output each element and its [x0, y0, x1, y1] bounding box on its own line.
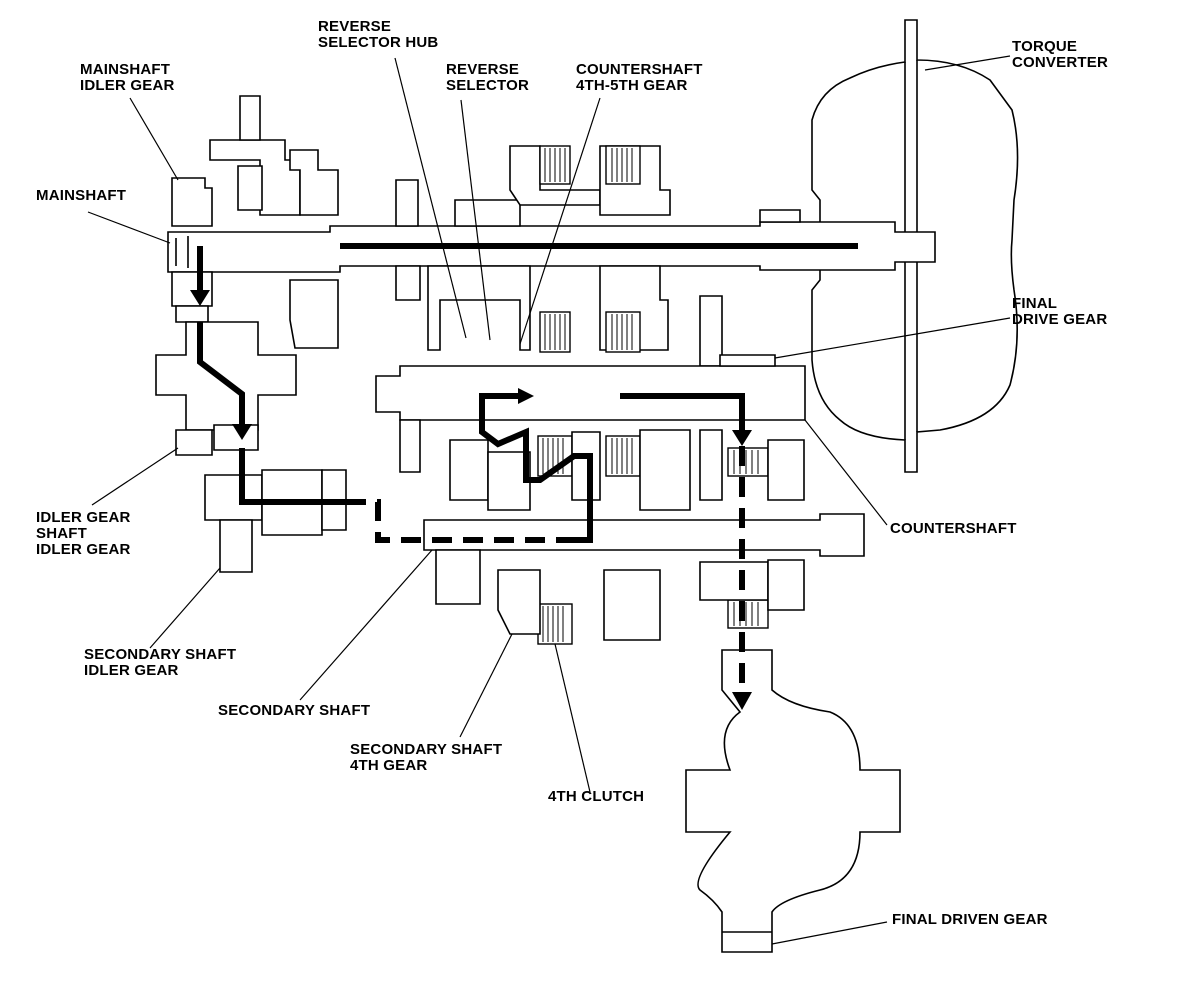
label-secondary-shaft: SECONDARY SHAFT: [218, 702, 371, 719]
label-countershaft: COUNTERSHAFT: [890, 520, 1017, 537]
secondary-shaft: [423, 513, 865, 641]
label-mainshaft: MAINSHAFT: [36, 187, 127, 204]
label-4th-clutch: 4TH CLUTCH: [548, 788, 645, 805]
leader-lines: [87, 55, 1011, 945]
differential: [685, 649, 901, 953]
power-flow-solid: [190, 243, 858, 543]
mainshaft-gears: [171, 95, 801, 367]
label-final-driven-gear: FINAL DRIVEN GEAR: [892, 911, 1048, 928]
idler-gear-assembly: [155, 321, 347, 573]
power-flow-dashed: [342, 243, 752, 710]
clutch-plate-lines: [542, 148, 759, 642]
